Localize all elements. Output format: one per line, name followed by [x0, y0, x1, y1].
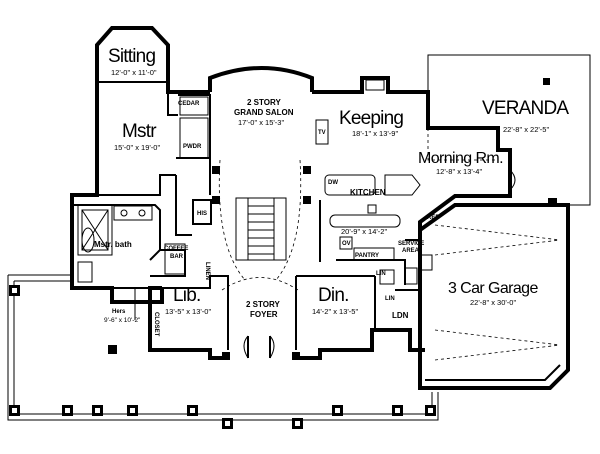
laundry-name: LDN [392, 311, 409, 320]
garage: 3 Car Garage 22'-8" x 30'-0" [418, 203, 570, 390]
keeping-name: Keeping [339, 108, 403, 129]
hers-closet-name: Hers [112, 309, 126, 315]
dining-name: Din. [318, 285, 349, 306]
porch-columns [9, 285, 436, 429]
garage-name: 3 Car Garage [448, 280, 538, 297]
his-closet-name: HIS [197, 211, 207, 217]
exterior-walls [70, 26, 512, 360]
grand-salon-line1: 2 STORY [247, 98, 281, 107]
cedar-name: CEDAR [178, 101, 200, 107]
sitting-dims: 12'-0" x 11'-0" [111, 68, 157, 77]
stair-treads [248, 205, 274, 255]
master-bath-name: Mstr. bath [94, 240, 132, 249]
morning-room-dims: 12'-8" x 13'-4" [436, 167, 482, 176]
grand-salon-dims: 17'-0" x 15'-3" [238, 118, 284, 127]
service-line1: SERVICE [398, 241, 424, 247]
dining-dims: 14'-2" x 13'-5" [312, 307, 358, 316]
veranda: VERANDA 22'-8" x 22'-5" [427, 54, 591, 207]
coffee-bar-line1: COFFEE [164, 246, 188, 252]
library-dims: 13'-5" x 13'-0" [165, 307, 211, 316]
kitchen-name: KITCHEN [350, 188, 386, 197]
foyer-line2: FOYER [250, 310, 278, 319]
powder-name: PWDR [183, 144, 202, 150]
service-line2: AREA [402, 248, 420, 254]
ref-label: REF [427, 215, 439, 221]
master-dims: 15'-0" x 19'-0" [114, 143, 160, 152]
veranda-name: VERANDA [482, 98, 569, 119]
morning-room-name: Morning Rm. [418, 150, 503, 167]
room-labels: Sitting 12'-0" x 11'-0" Mstr 15'-0" x 19… [94, 46, 504, 337]
closet-label: CLOSET [153, 312, 159, 337]
library-name: Lib. [173, 285, 200, 306]
front-porch [7, 274, 439, 429]
coffee-bar-line2: BAR [170, 254, 184, 260]
sitting-name: Sitting [108, 46, 155, 67]
small-lin-name: LIN [376, 271, 386, 277]
dw-label: DW [328, 180, 338, 186]
hers-closet-dims: 9'-6" x 10'-2" [104, 317, 141, 324]
grand-salon-line2: GRAND SALON [234, 108, 294, 117]
tv-label: TV [318, 130, 326, 136]
pantry-name: PANTRY [355, 253, 379, 259]
interior-walls [71, 79, 516, 360]
keeping-dims: 18'-1" x 13'-9" [352, 129, 398, 138]
linen-label: LINEN [204, 262, 210, 280]
master-name: Mstr [122, 121, 157, 142]
veranda-dims: 22'-8" x 22'-5" [503, 125, 549, 134]
garage-dims: 22'-8" x 30'-0" [470, 298, 516, 307]
kitchen-dims: 20'-9" x 14'-2" [341, 227, 387, 236]
foyer-line1: 2 STORY [246, 300, 280, 309]
ov-label: OV [342, 241, 351, 247]
entry-lin-name: LIN [385, 296, 395, 302]
